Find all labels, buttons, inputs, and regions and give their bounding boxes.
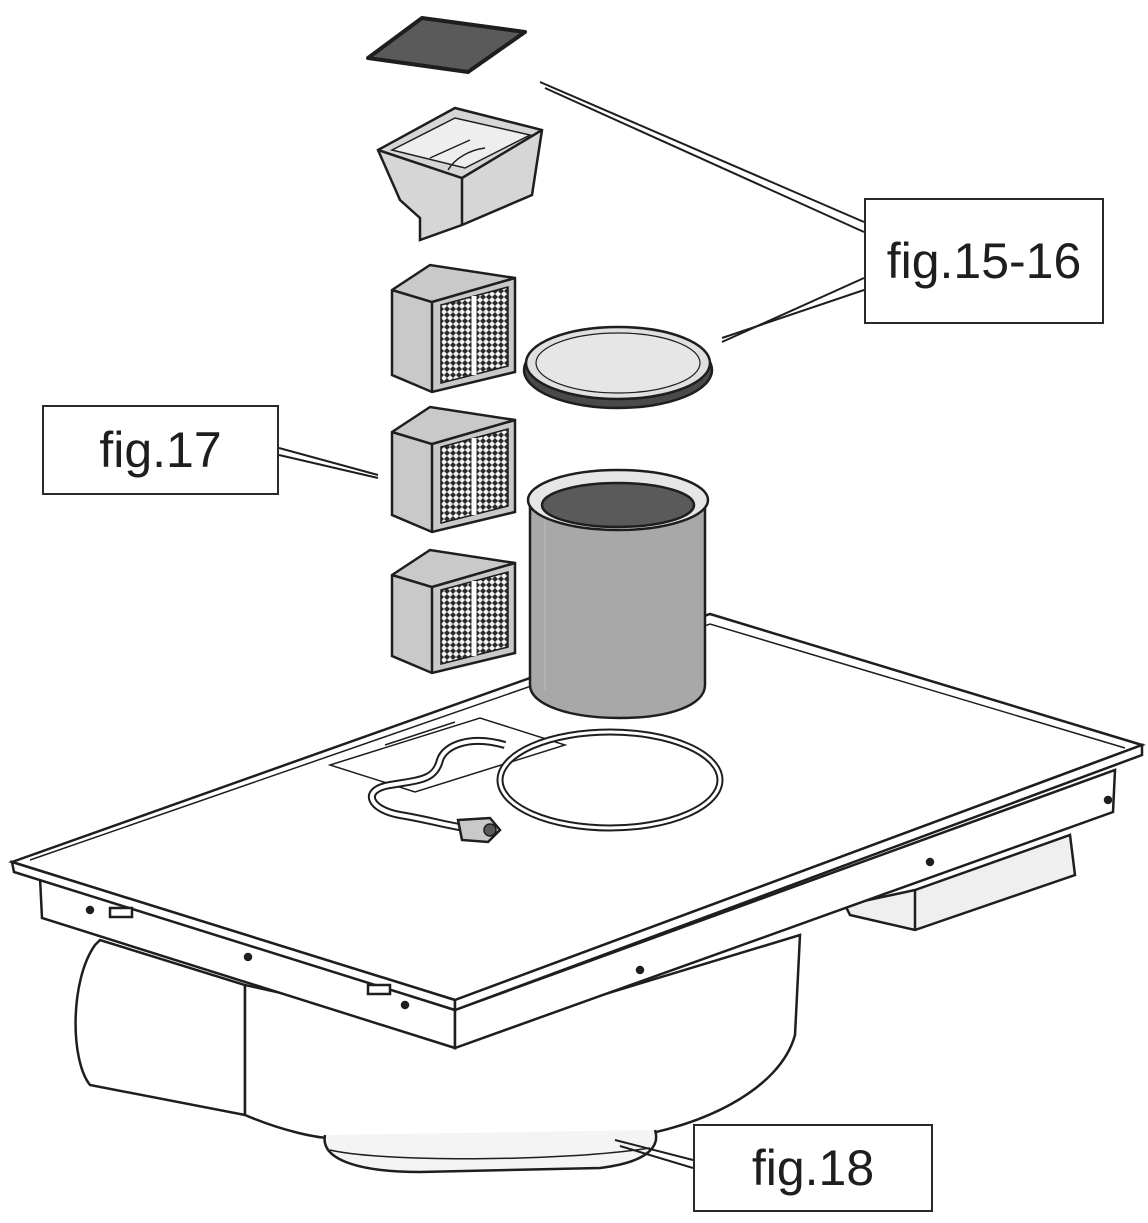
callout-fig-17-label: fig.17	[99, 422, 222, 478]
filter-basket	[376, 106, 544, 242]
callout-fig-15-16-label: fig.15-16	[886, 233, 1082, 289]
filter-cube-3	[390, 548, 517, 675]
filter-cube-1	[390, 263, 517, 394]
cooktop-hob	[8, 612, 1146, 1050]
round-cover-disc	[522, 325, 714, 410]
grease-cover-pad	[366, 16, 527, 74]
ducting-unit	[74, 833, 1077, 1174]
callout-fig-18-label: fig.18	[751, 1140, 875, 1196]
cable-gasket	[367, 728, 724, 844]
callout-fig-18: fig.18	[693, 1124, 933, 1212]
callout-fig-17: fig.17	[42, 405, 279, 495]
leader-lines	[278, 81, 865, 1169]
duct-cylinder	[526, 468, 710, 720]
filter-cube-2	[390, 405, 517, 534]
callout-fig-15-16: fig.15-16	[864, 198, 1104, 324]
